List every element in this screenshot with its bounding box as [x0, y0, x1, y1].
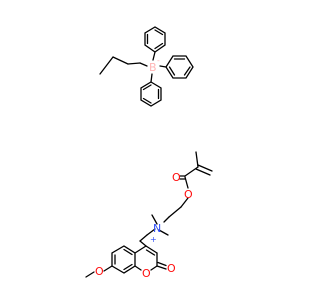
lactone-carbonyl-oxygen-label: O	[167, 262, 176, 275]
ethylene-linker	[163, 197, 189, 223]
phenyl-ring-bottom	[140, 81, 162, 107]
phenyl-ring-top	[144, 26, 166, 53]
ester-carbonyl-oxygen-label: O	[172, 171, 181, 184]
boron-charge: -	[157, 56, 160, 65]
coumarin-cation: O O N + O O O	[85, 151, 213, 280]
coumarin-pyranone-ring	[134, 240, 167, 271]
nitrogen-charge: +	[150, 235, 157, 244]
nitrogen-atom-label: N	[153, 222, 161, 235]
ammonium-substituents	[139, 214, 169, 242]
structure-diagram: B -	[85, 26, 213, 280]
methacrylate-group	[179, 151, 213, 189]
coumarin-benzo-ring	[111, 245, 136, 274]
methoxy-group	[85, 265, 113, 278]
boron-atom-label: B	[149, 61, 157, 74]
butyl-chain	[99, 56, 148, 75]
methoxy-oxygen-label: O	[95, 265, 104, 278]
ester-oxygen-label: O	[184, 188, 193, 201]
phenyl-ring-right	[165, 55, 194, 79]
borate-anion: B -	[99, 26, 194, 107]
ring-oxygen-label: O	[142, 267, 151, 280]
